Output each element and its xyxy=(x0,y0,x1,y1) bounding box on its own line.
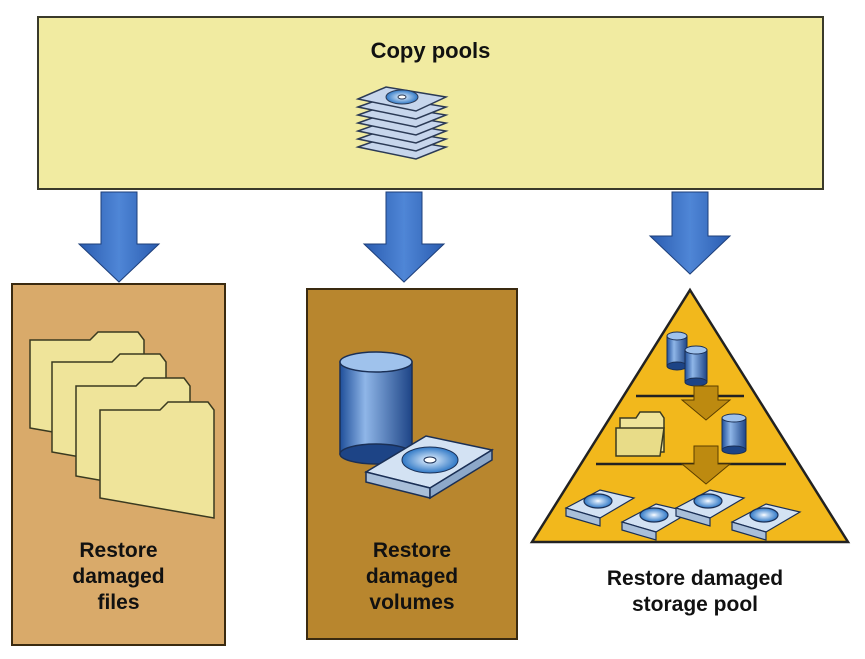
disk-volume-icon xyxy=(339,351,494,500)
restore-volumes-caption: Restore damaged volumes xyxy=(365,539,459,614)
arrow-to-volumes xyxy=(362,191,446,283)
restore-pool-caption: Restore damaged storage pool xyxy=(606,567,784,616)
arrow-to-files xyxy=(77,191,161,283)
copy-pools-title: Copy pools xyxy=(370,38,491,63)
arrow-to-pool xyxy=(648,191,732,275)
tape-stack-icon xyxy=(355,86,449,160)
file-folders-icon xyxy=(29,331,215,519)
storage-pyramid-icon xyxy=(529,287,851,544)
restore-files-caption: Restore damaged files xyxy=(72,539,165,614)
